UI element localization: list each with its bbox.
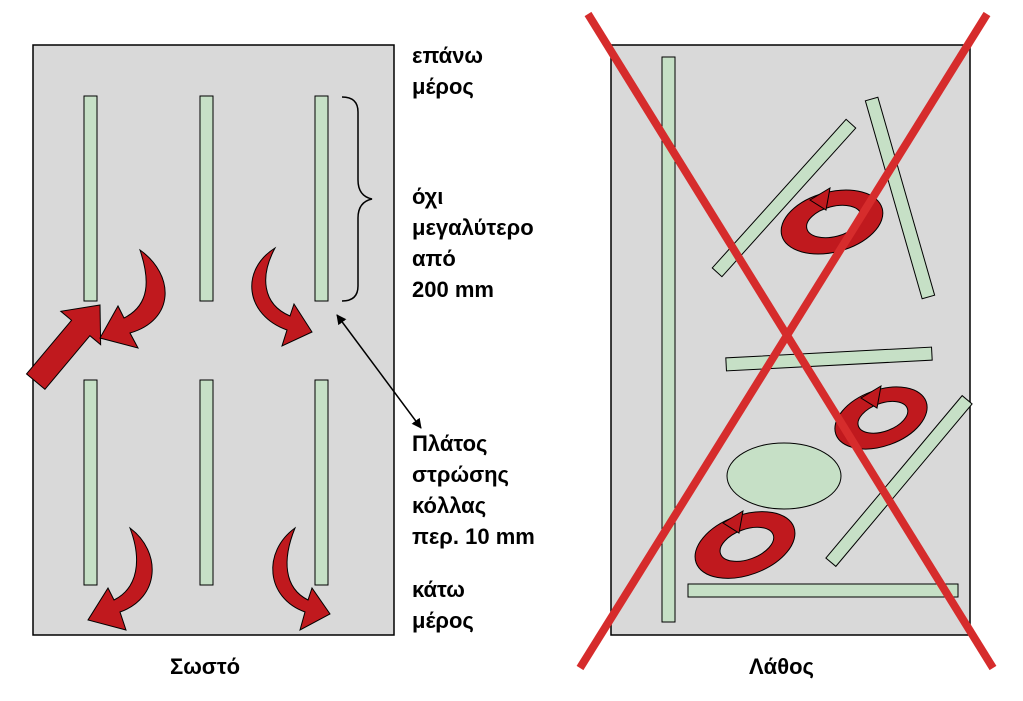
wrong-cross-line (584, 11, 997, 671)
adhesive-strip (83, 379, 98, 586)
flow-arrow (25, 304, 102, 391)
adhesive-strip (711, 118, 857, 278)
correct-panel (25, 44, 422, 636)
max-spacing-label: όχι μεγαλύτερο από 200 mm (412, 181, 534, 305)
max-spacing-label-line: από (412, 246, 456, 271)
circular-arrow (780, 187, 884, 255)
max-spacing-label-line: μεγαλύτερο (412, 215, 534, 240)
strip-width-label-line: περ. 10 mm (412, 524, 535, 549)
max-spacing-label-line: όχι (412, 184, 444, 209)
circular-arrow (834, 385, 928, 450)
wrong-panel (576, 11, 997, 671)
adhesive-strip (83, 95, 98, 302)
top-side-label: επάνω μέρος (412, 40, 483, 102)
adhesive-strip (687, 583, 959, 598)
circular-arrow (694, 510, 796, 579)
spacing-brace (341, 96, 373, 302)
strip-width-label-line: στρώσης (412, 462, 509, 487)
adhesive-strip (314, 95, 329, 302)
adhesive-strip (314, 379, 329, 586)
flow-arrow (251, 246, 313, 347)
wrong-caption: Λάθος (749, 654, 814, 679)
strip-width-label: Πλάτος στρώσης κόλλας περ. 10 mm (412, 428, 535, 552)
flow-arrow (272, 526, 331, 631)
adhesive-strip (661, 56, 676, 623)
flow-arrow (99, 248, 166, 349)
adhesive-strip (725, 346, 933, 372)
flow-arrow (87, 526, 153, 631)
strip-width-label-line: κόλλας (412, 493, 487, 518)
wrong-cross-line (576, 11, 991, 671)
top-side-label-line: επάνω (412, 43, 484, 68)
bottom-side-label: κάτω μέρος (412, 574, 474, 636)
adhesive-blob (726, 442, 842, 510)
adhesive-strip (864, 96, 936, 300)
max-spacing-label-line: 200 mm (412, 277, 494, 302)
bottom-side-label-line: μέρος (412, 608, 474, 633)
bottom-side-label-line: κάτω (412, 577, 465, 602)
correct-caption: Σωστό (170, 654, 241, 679)
width-pointer-arrow (336, 314, 422, 429)
strip-width-label-line: Πλάτος (412, 431, 488, 456)
adhesive-strip (199, 379, 214, 586)
top-side-label-line: μέρος (412, 74, 474, 99)
adhesive-strip (199, 95, 214, 302)
adhesive-strip (825, 394, 973, 568)
